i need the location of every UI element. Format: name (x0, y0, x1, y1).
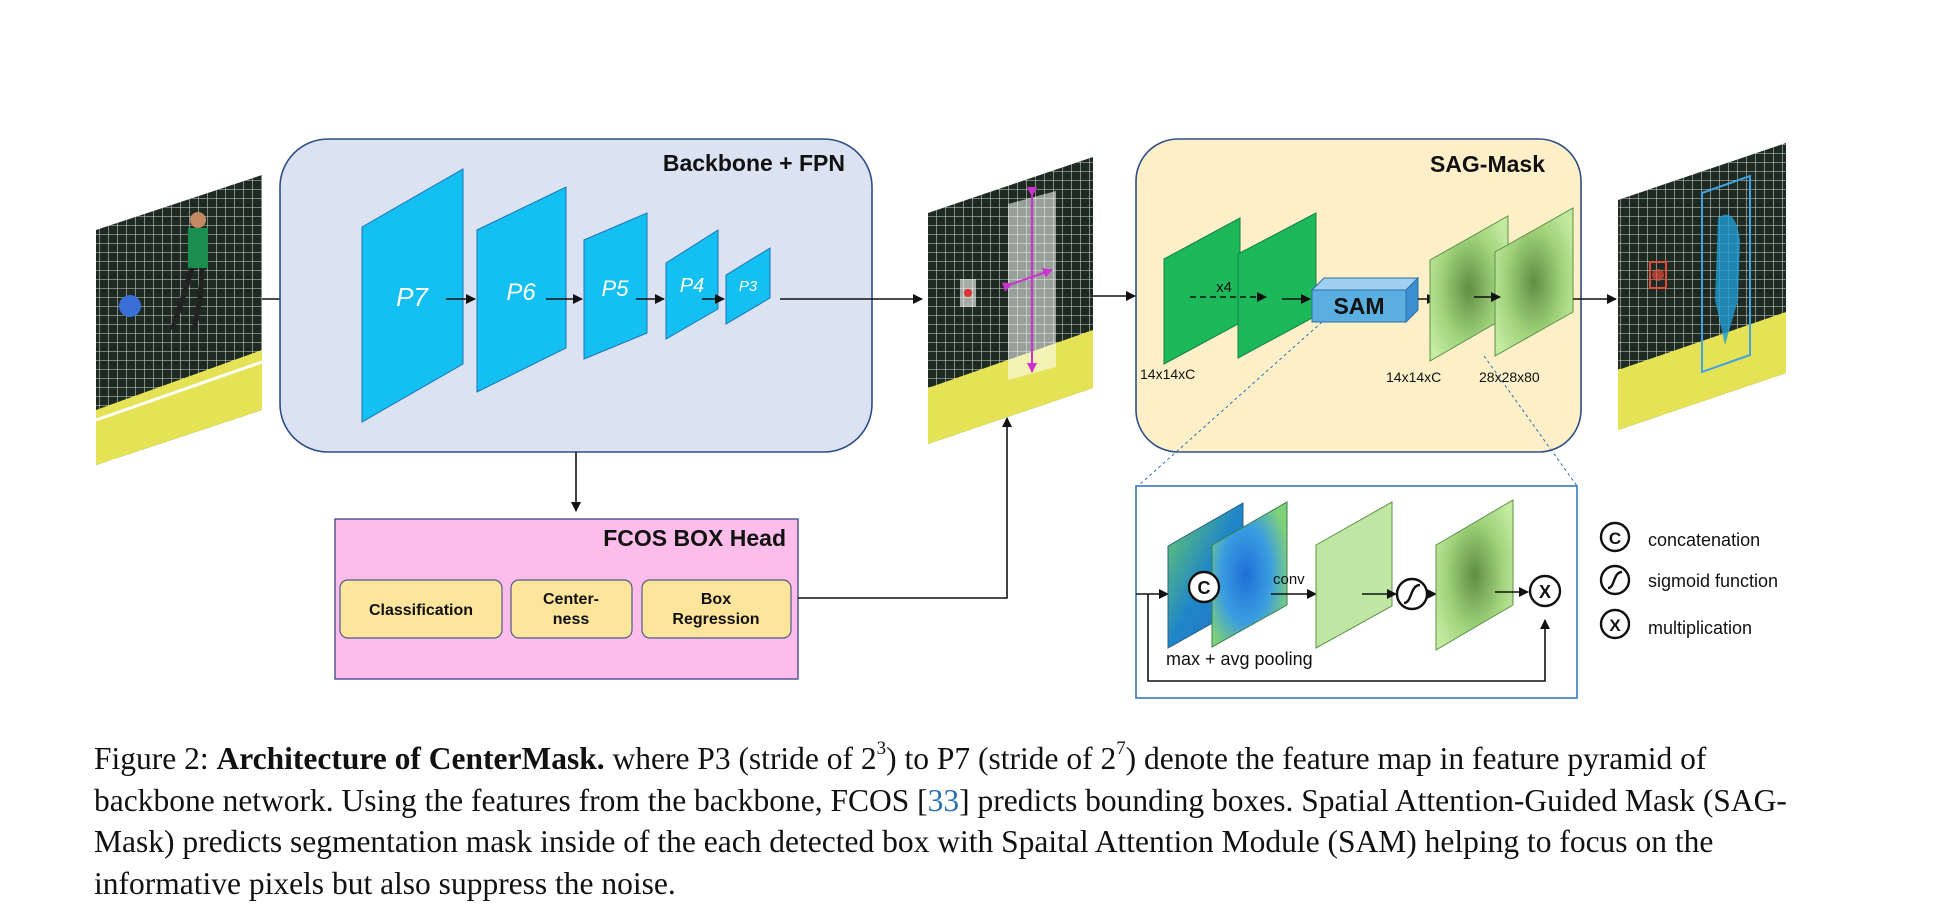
figure-caption: Figure 2: Architecture of CenterMask. wh… (94, 738, 1814, 904)
centerness-label-1: Center- (543, 591, 599, 608)
input-image (95, 175, 263, 465)
classification-label: Classification (369, 602, 473, 619)
fpn-level-p6 (476, 186, 567, 393)
sag-mask-block: SAG-Mask x4 SAM 14x14xC 14x14xC 28x28x80 (1135, 138, 1582, 453)
dim-label-1: 14x14xC (1140, 366, 1195, 382)
dim-label-3: 28x28x80 (1479, 369, 1540, 385)
citation-link[interactable]: 33 (927, 782, 960, 818)
caption-superscript-2: 7 (1116, 737, 1126, 759)
fcos-box-head: FCOS BOX Head Classification Center- nes… (334, 518, 799, 680)
fpn-level-p7 (361, 168, 464, 423)
ball-shape (119, 295, 141, 317)
multiplication-legend-icon (1599, 608, 1631, 640)
backbone-fpn-block: Backbone + FPN P7 P6 P5 P4 P3 (279, 138, 873, 453)
sam-block (1311, 289, 1407, 323)
backbone-title: Backbone + FPN (663, 150, 845, 176)
caption-text-1: where P3 (stride of 2 (604, 741, 877, 776)
sigmoid-legend-label: sigmoid function (1648, 571, 1778, 591)
concatenation-legend-symbol: C (1609, 529, 1621, 548)
caption-bold-title: Architecture of CenterMask. (216, 741, 605, 776)
legend: C concatenation sigmoid function X multi… (1599, 521, 1778, 640)
detection-image (928, 157, 1093, 444)
x4-label: x4 (1216, 279, 1232, 296)
concat-node-symbol: C (1198, 578, 1211, 598)
classification-box (339, 579, 503, 639)
dim-label-2: 14x14xC (1386, 369, 1441, 385)
level-label-p4: P4 (680, 275, 704, 297)
pooling-label: max + avg pooling (1166, 649, 1313, 669)
centerness-label-2: ness (553, 611, 590, 628)
level-label-p3: P3 (739, 278, 758, 295)
conv-label: conv (1273, 571, 1305, 588)
fpn-level-p5 (583, 212, 648, 360)
caption-superscript-1: 3 (876, 737, 887, 759)
fpn-level-p4 (665, 229, 719, 340)
fpn-level-p3 (725, 247, 771, 325)
multiplication-legend-symbol: X (1609, 616, 1621, 635)
box-regression-label-2: Regression (672, 611, 759, 628)
level-label-p7: P7 (396, 282, 429, 312)
player-shape (188, 228, 208, 268)
caption-text-3: ) denote the feature map in feature pyra… (94, 741, 1707, 818)
head-title: FCOS BOX Head (603, 525, 786, 551)
multiplication-legend-label: multiplication (1648, 618, 1752, 638)
centerness-box (510, 579, 633, 639)
caption-prefix: Figure 2: (94, 741, 217, 776)
concatenation-legend-icon (1599, 521, 1631, 553)
architecture-diagram: Backbone + FPN P7 P6 P5 P4 P3 FCOS BOX H… (95, 138, 1786, 699)
multiply-node-symbol: X (1539, 582, 1551, 602)
caption-text-4: ] predicts bounding boxes. Spatial Atten… (94, 782, 1787, 901)
sam-label: SAM (1333, 293, 1384, 319)
caption-text-2: ) to P7 (stride of 2 (886, 741, 1117, 776)
sag-title: SAG-Mask (1430, 151, 1545, 177)
level-label-p5: P5 (602, 276, 630, 301)
level-label-p6: P6 (506, 279, 536, 306)
multiply-node (1528, 574, 1562, 608)
sam-detail-block: C conv X max + avg pooling (1135, 485, 1578, 699)
concat-node (1187, 570, 1221, 604)
output-image (1618, 143, 1786, 430)
box-regression-label-1: Box (701, 591, 731, 608)
box-regression-box (641, 579, 792, 639)
concatenation-legend-label: concatenation (1648, 530, 1760, 550)
